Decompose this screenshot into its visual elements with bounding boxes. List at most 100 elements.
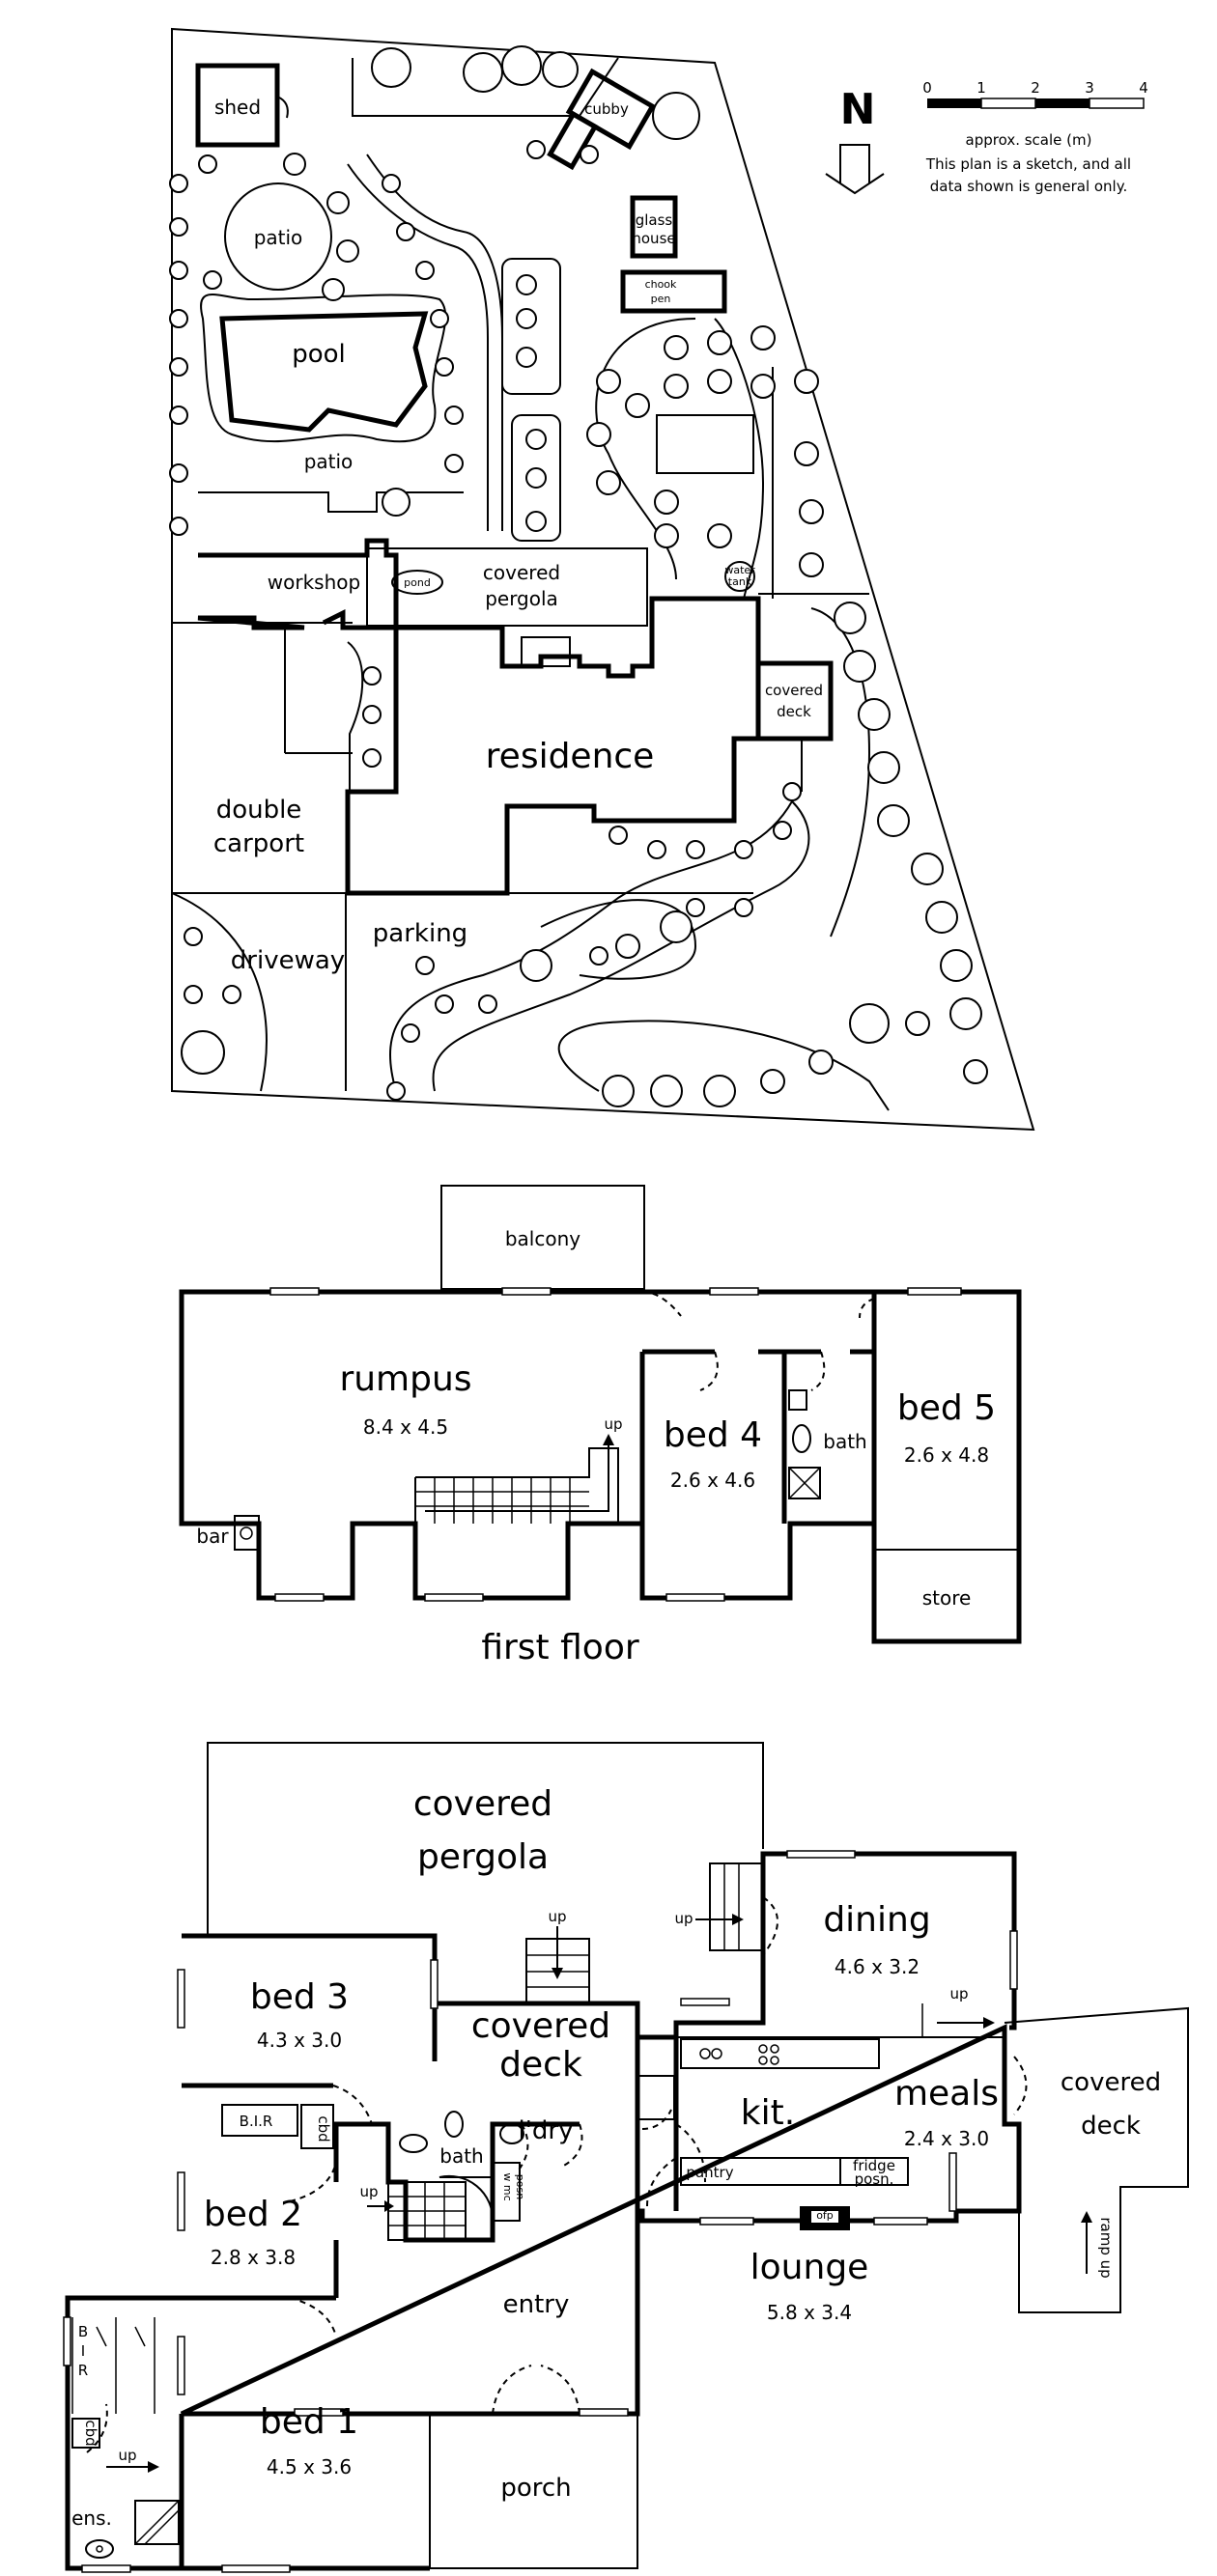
gf-covered-pergola	[207, 1742, 764, 1936]
gf-covered-deck-label-2: deck	[499, 2045, 582, 2085]
first-floor-plan: balcony up	[179, 1185, 1022, 1667]
pool-surround	[200, 294, 447, 443]
lounge-label: lounge	[750, 2248, 869, 2287]
gf-pergola-label: covered	[413, 1784, 552, 1824]
first-floor-up-label: up	[604, 1415, 622, 1433]
ff-bath-label: bath	[823, 1430, 866, 1453]
first-floor-title: first floor	[481, 1628, 639, 1667]
bed4-size: 2.6 x 4.6	[670, 1469, 755, 1492]
rumpus-size: 8.4 x 4.5	[363, 1415, 448, 1439]
fireplace-label: ofp	[816, 2209, 834, 2222]
entry-label: entry	[503, 2290, 570, 2319]
meals-label: meals	[894, 2074, 999, 2114]
ens-cbd-label: cbd	[82, 2420, 99, 2446]
bar-label: bar	[196, 1525, 229, 1548]
site-covered-deck	[755, 660, 834, 742]
gf-deck-up-label: up	[548, 1908, 566, 1925]
gf-covered-deck-label: covered	[471, 2006, 610, 2046]
carport-label: double	[216, 796, 302, 825]
workshop-label: workshop	[268, 571, 360, 594]
site-covered-pergola	[366, 547, 648, 627]
scale-tick-1: 1	[976, 79, 986, 97]
ensuite-wing	[65, 2295, 184, 2571]
chook-pen-label-2: pen	[651, 293, 671, 305]
ens-bir-b: B	[78, 2323, 88, 2340]
bed5-size: 2.6 x 4.8	[904, 1443, 989, 1467]
ground-floor-plan: covered pergola	[63, 1742, 1189, 2573]
chook-pen-label: chook	[645, 278, 677, 291]
meals-size: 2.4 x 3.0	[904, 2127, 989, 2150]
scale-tick-4: 4	[1139, 79, 1148, 97]
gf-up-ens-label: up	[118, 2447, 136, 2464]
lounge-size: 5.8 x 3.4	[767, 2301, 852, 2324]
residence-label: residence	[486, 737, 655, 776]
bed3-bir-label: B.I.R	[240, 2113, 273, 2130]
ensuite-label: ens.	[71, 2506, 112, 2530]
right-deck-label-2: deck	[1081, 2112, 1141, 2141]
north-label: N	[840, 85, 876, 134]
wm-posn-label: posn	[514, 2174, 526, 2199]
disclaimer-line-2: data shown is general only.	[930, 178, 1128, 195]
site-deck-label: covered	[765, 682, 823, 699]
cubby-label: cubby	[584, 100, 629, 118]
gf-pergola-label-2: pergola	[417, 1837, 549, 1877]
bed1-size: 4.5 x 3.6	[267, 2455, 352, 2478]
water-tank-label-2: tank	[728, 575, 752, 588]
pool	[219, 311, 429, 433]
patio-top-label: patio	[254, 226, 303, 249]
bed3-cbd-label: cbd	[315, 2115, 332, 2142]
pool-label: pool	[292, 340, 346, 369]
first-floor-walls	[179, 1289, 1022, 1644]
rumpus-label: rumpus	[339, 1359, 471, 1399]
dining-size: 4.6 x 3.2	[835, 1955, 920, 1978]
kitchen-label: kit.	[741, 2093, 795, 2133]
patio-label: patio	[304, 450, 354, 473]
fridge-label: fridge	[853, 2157, 895, 2174]
gf-stairs: up	[359, 2181, 467, 2241]
wm-label: w mc	[501, 2172, 514, 2200]
gf-up-left-label: up	[674, 1910, 693, 1927]
glass-house-label: glass	[636, 211, 673, 229]
porch-label: porch	[500, 2474, 571, 2503]
patio-circle	[224, 182, 332, 291]
ramp-up-label: ramp up	[1097, 2217, 1115, 2278]
bed2-label: bed 2	[204, 2195, 302, 2234]
driveway-label: driveway	[231, 946, 345, 975]
glass-house-label-2: house	[632, 230, 675, 247]
bed1-label: bed 1	[260, 2402, 358, 2442]
parking-label: parking	[373, 919, 467, 948]
right-deck-label: covered	[1061, 2068, 1161, 2097]
ens-bir-r: R	[78, 2362, 88, 2379]
carport-label-2: carport	[213, 829, 304, 858]
disclaimer-line-1: This plan is a sketch, and all	[925, 155, 1131, 173]
site-trees	[169, 45, 988, 1107]
ens-bir-i: I	[81, 2342, 85, 2360]
gf-up-meals-label: up	[949, 1985, 968, 2002]
balcony-label: balcony	[505, 1227, 580, 1250]
first-floor-stairs: up	[414, 1415, 623, 1524]
bed3-label: bed 3	[250, 1977, 349, 2017]
gf-stairs-up-label: up	[359, 2183, 378, 2200]
scale-tick-0: 0	[922, 79, 932, 97]
water-tank	[724, 561, 755, 592]
water-tank-label: water	[724, 564, 755, 576]
fridge-posn-label: posn.	[855, 2170, 894, 2188]
shed-label: shed	[214, 96, 261, 119]
site-pergola-label-2: pergola	[485, 587, 558, 610]
site-pergola-label: covered	[483, 561, 560, 584]
site-plan: shed cubby patio pool patio glass house …	[169, 27, 1148, 1132]
site-deck-label-2: deck	[777, 703, 811, 720]
pond-label: pond	[404, 576, 431, 589]
shed	[195, 63, 280, 148]
scale-bar: 0 1 2 3 4 approx. scale (m) This plan is…	[922, 79, 1148, 195]
scale-label: approx. scale (m)	[966, 131, 1092, 149]
store-label: store	[922, 1586, 972, 1610]
laundry-label: l'dry	[519, 2116, 574, 2145]
residence	[345, 596, 761, 896]
bed5-label: bed 5	[897, 1388, 996, 1428]
north-arrow: N	[825, 85, 885, 195]
gf-bath-label: bath	[439, 2144, 483, 2168]
dining-label: dining	[823, 1900, 930, 1940]
glass-house	[630, 195, 678, 259]
